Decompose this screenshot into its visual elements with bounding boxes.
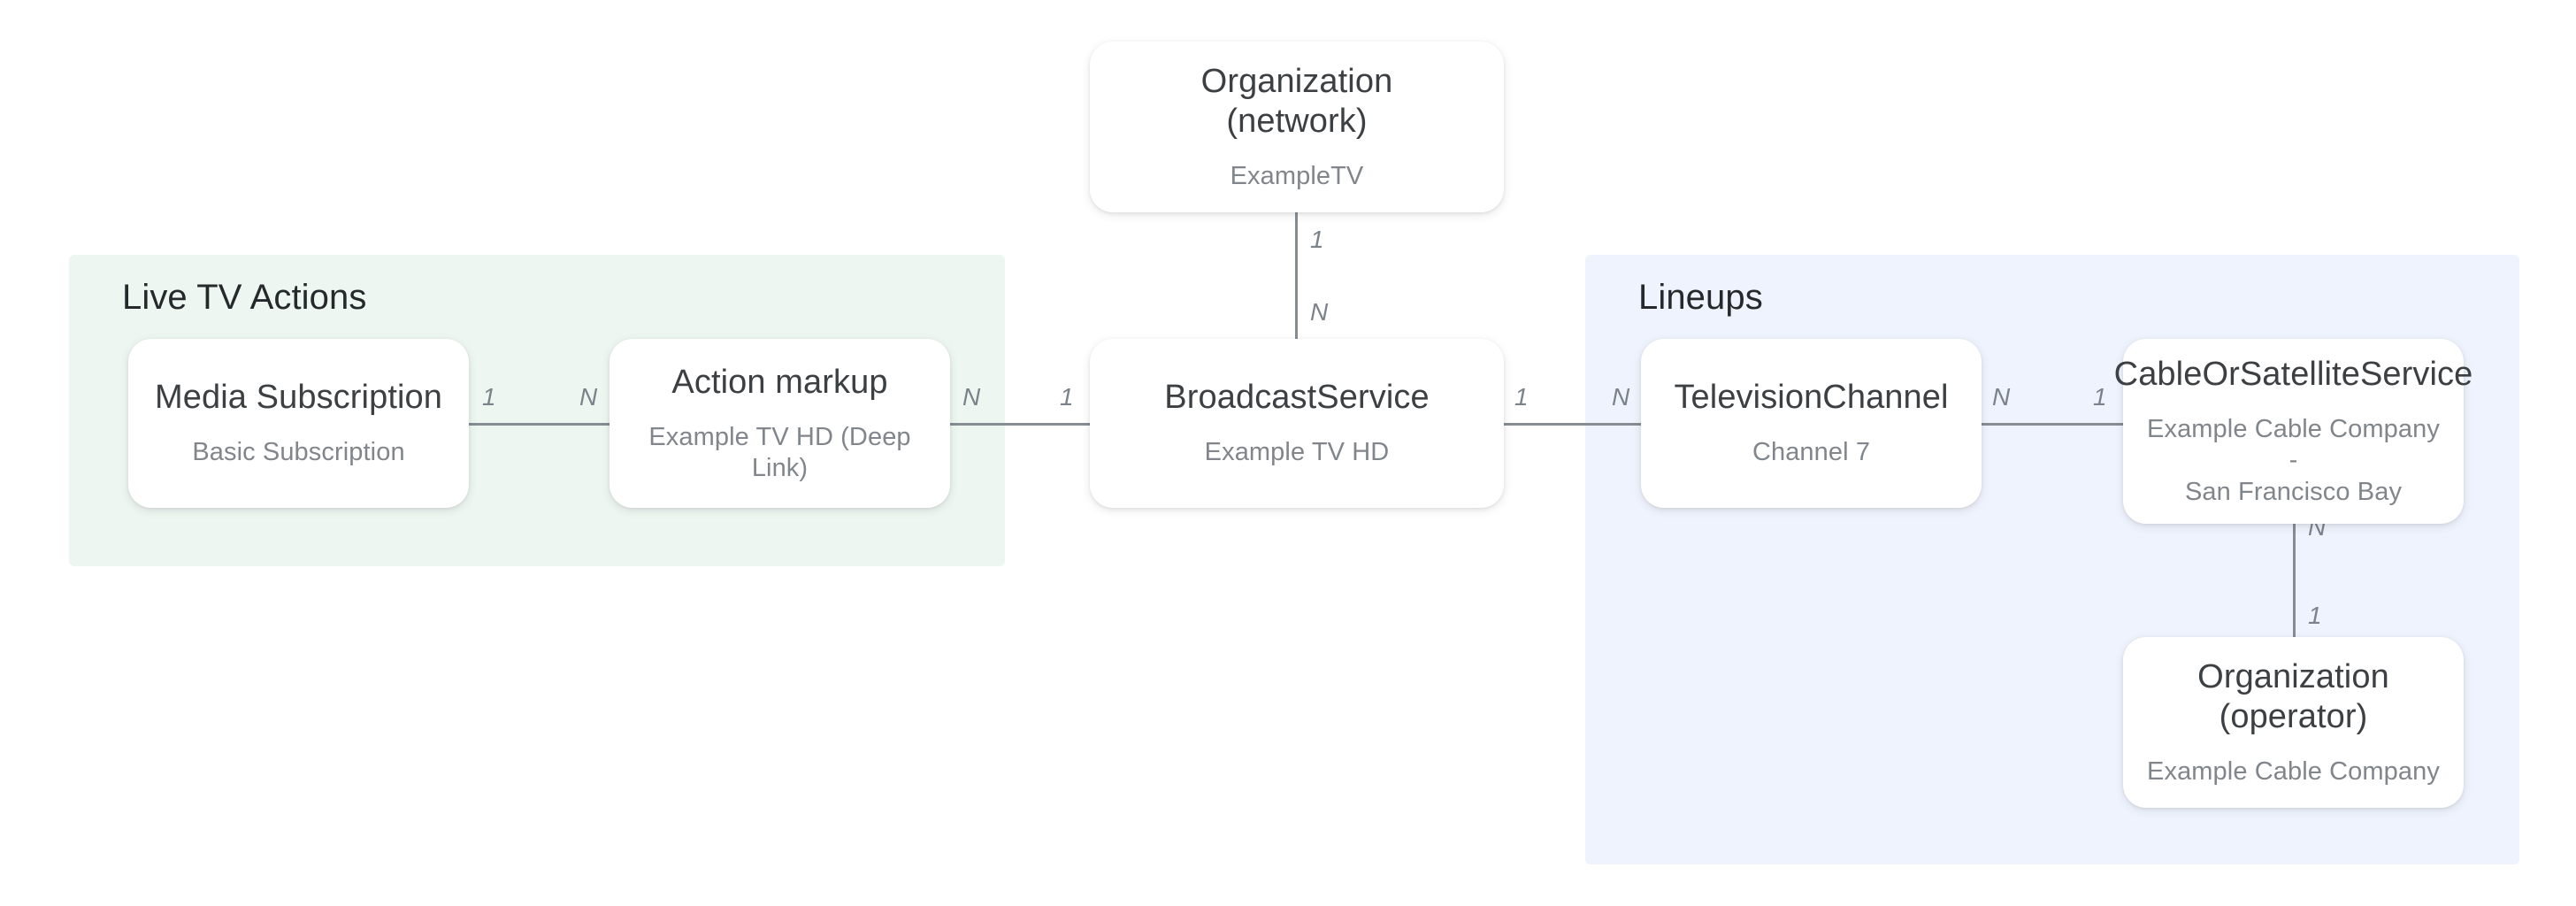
edge-label-org-network-to-broadcast-service-to: N	[1310, 298, 1329, 326]
edge-label-broadcast-service-to-television-channel-from: 1	[1514, 383, 1529, 411]
node-org-network-subtitle: ExampleTV	[1230, 161, 1364, 190]
node-org-operator-subtitle: Example Cable Company	[2147, 756, 2440, 786]
node-cable-or-satellite-service-subtitle-line2: San Francisco Bay	[2184, 477, 2403, 506]
node-media-subscription[interactable]: Media Subscription Basic Subscription	[128, 339, 469, 508]
node-action-markup-title: Action markup	[671, 363, 888, 401]
panel-lineups-title: Lineups	[1638, 278, 1763, 317]
node-cable-or-satellite-service-subtitle-line1: Example Cable Company -	[2147, 414, 2440, 475]
node-action-markup-subtitle: Example TV HD (Deep Link)	[648, 422, 911, 482]
edge-label-broadcast-service-to-television-channel-to: N	[1612, 383, 1630, 411]
edge-label-media-subscription-to-action-markup-from: 1	[482, 383, 496, 411]
node-cable-or-satellite-service-title: CableOrSatelliteService	[2113, 356, 2473, 394]
edge-broadcast-service-to-television-channel	[1504, 423, 1641, 426]
edge-label-television-channel-to-cable-or-satellite-service-to: 1	[2093, 383, 2107, 411]
node-org-operator[interactable]: Organization (operator) Example Cable Co…	[2123, 637, 2464, 808]
node-cable-or-satellite-service-subtitle: Example Cable Company -San Francisco Bay	[2144, 414, 2442, 508]
edge-television-channel-to-cable-or-satellite-service	[1982, 423, 2123, 426]
node-org-operator-title: Organization (operator)	[2197, 657, 2389, 735]
node-television-channel-subtitle: Channel 7	[1752, 438, 1871, 467]
edge-label-action-markup-to-broadcast-service-to: 1	[1060, 383, 1074, 411]
node-org-network[interactable]: Organization(network) ExampleTV	[1090, 42, 1504, 212]
node-broadcast-service[interactable]: BroadcastService Example TV HD	[1090, 339, 1504, 508]
node-broadcast-service-subtitle: Example TV HD	[1204, 438, 1390, 467]
edge-label-org-network-to-broadcast-service-from: 1	[1310, 226, 1324, 253]
node-broadcast-service-title: BroadcastService	[1164, 379, 1430, 417]
node-action-markup[interactable]: Action markup Example TV HD (Deep Link)	[610, 339, 950, 508]
node-media-subscription-subtitle: Basic Subscription	[192, 438, 405, 467]
node-television-channel[interactable]: TelevisionChannel Channel 7	[1641, 339, 1982, 508]
node-television-channel-title: TelevisionChannel	[1674, 379, 1949, 417]
edge-cable-or-satellite-service-to-org-operator	[2293, 524, 2296, 637]
edge-media-subscription-to-action-markup	[469, 423, 610, 426]
panel-live-tv-actions-title: Live TV Actions	[122, 278, 367, 317]
edge-label-cable-or-satellite-service-to-org-operator-to: 1	[2308, 602, 2322, 629]
edge-label-action-markup-to-broadcast-service-from: N	[962, 383, 981, 411]
node-org-network-title-line2: (network)	[1226, 102, 1368, 140]
edge-label-media-subscription-to-action-markup-to: N	[579, 383, 598, 411]
node-cable-or-satellite-service[interactable]: CableOrSatelliteService Example Cable Co…	[2114, 339, 2472, 524]
edge-action-markup-to-broadcast-service	[950, 423, 1090, 426]
node-org-network-title-line1: Organization	[1200, 62, 1393, 100]
edge-label-television-channel-to-cable-or-satellite-service-from: N	[1992, 383, 2011, 411]
node-media-subscription-title: Media Subscription	[155, 379, 442, 417]
edge-org-network-to-broadcast-service	[1295, 212, 1298, 339]
node-org-network-title: Organization(network)	[1201, 62, 1393, 142]
